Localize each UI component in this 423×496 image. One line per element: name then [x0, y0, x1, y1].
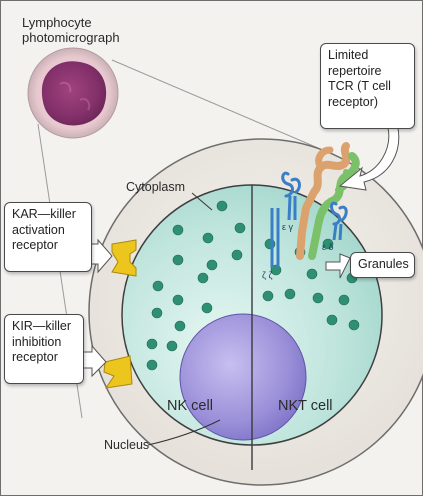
tcr-callout-line-3: TCR (T cell: [328, 79, 391, 94]
tcr-callout: Limited repertoire TCR (T cell receptor): [320, 43, 415, 129]
chain-zeta-zeta-label: ζ ζ: [262, 270, 273, 280]
kar-callout-line-2: activation: [12, 222, 65, 237]
lymphocyte-photomicrograph-icon: [27, 47, 119, 139]
tcr-arrow-icon: [338, 127, 400, 191]
cytoplasm-label: Cytoplasm: [126, 180, 186, 194]
kar-receptor-shape-icon: [111, 239, 137, 277]
kir-callout-line-1: KIR—killer: [12, 319, 72, 333]
kar-callout: KAR—killer activation receptor: [4, 202, 92, 272]
kir-callout-line-3: receptor: [12, 350, 58, 365]
white-arrows: [79, 127, 400, 378]
kir-callout-line-2: inhibition: [12, 334, 62, 349]
kar-callout-line-1: KAR—killer: [12, 207, 76, 221]
kar-callout-line-3: receptor: [12, 238, 58, 253]
kir-callout: KIR—killer inhibition receptor: [4, 314, 84, 384]
nkt-cell-label: NKT cell: [278, 398, 333, 414]
kir-receptor-shape-icon: [103, 355, 133, 389]
photomicrograph-label: Lymphocyte photomicrograph: [22, 15, 120, 46]
granules: [146, 200, 360, 371]
nucleus-label: Nucleus: [104, 438, 150, 452]
tcr-callout-line-2: repertoire: [328, 63, 382, 78]
nucleus-leader: [147, 419, 221, 446]
nk-cell-label: NK cell: [167, 398, 213, 414]
tcr-complex-icon: [270, 142, 360, 268]
cytoplasm-leader: [191, 192, 213, 211]
photomicrograph-label-line-1: Lymphocyte: [22, 15, 92, 30]
nucleus-shape: [179, 313, 307, 441]
photomicrograph-label-line-2: photomicrograph: [22, 30, 120, 46]
tcr-callout-line-1: Limited: [328, 48, 369, 62]
tcr-callout-line-4: receptor): [328, 94, 379, 109]
chain-epsilon-delta-label: ε δ: [322, 242, 334, 252]
granules-arrow-icon: [325, 253, 351, 279]
chain-epsilon-gamma-label: ε γ: [282, 222, 294, 232]
granules-callout: Granules: [350, 252, 415, 278]
